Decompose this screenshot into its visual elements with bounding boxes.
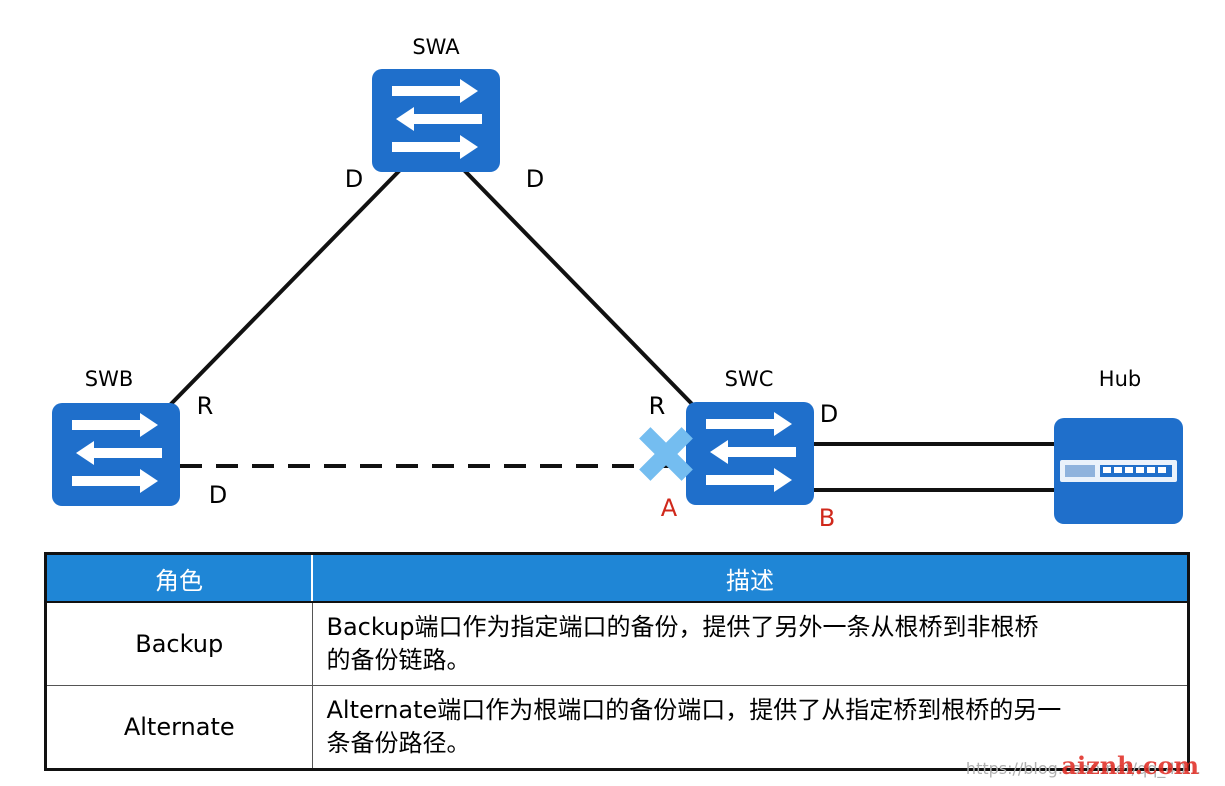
header-role: 角色 (45, 553, 312, 603)
switch-swa (372, 69, 500, 172)
table-header-row: 角色 描述 (45, 553, 1189, 603)
swb-label: SWB (85, 367, 134, 391)
hub-device (1054, 418, 1183, 524)
role-cell: Alternate (45, 685, 312, 770)
watermark-url: https://blog.csdn.net/qq_40... (965, 759, 1201, 778)
switch-swc (686, 402, 814, 505)
header-description: 描述 (311, 553, 1189, 603)
link-swa-swc (460, 166, 694, 406)
link-swa-swb (168, 166, 404, 407)
description-cell: Alternate端口作为根端口的备份端口，提供了从指定桥到根桥的另一 条备份路… (311, 685, 1189, 770)
swa-port-right: D (526, 165, 544, 193)
swa-label: SWA (412, 35, 460, 59)
swb-port-bottom: D (209, 481, 227, 509)
switch-swb (52, 403, 180, 506)
swc-label: SWC (725, 367, 774, 391)
port-roles-table: 角色 描述 Backup Backup端口作为指定端口的备份，提供了另外一条从根… (44, 552, 1190, 771)
hub-label: Hub (1099, 367, 1141, 391)
swc-port-top-right: D (820, 400, 838, 428)
swc-port-top-left: R (649, 392, 666, 420)
description-line: Alternate端口作为根端口的备份端口，提供了从指定桥到根桥的另一 (326, 696, 1062, 724)
swb-port-top: R (197, 392, 214, 420)
description-line: 条备份路径。 (326, 729, 471, 757)
table-row: Alternate Alternate端口作为根端口的备份端口，提供了从指定桥到… (45, 685, 1189, 770)
swc-port-alternate: A (661, 494, 678, 522)
swa-port-left: D (345, 165, 363, 193)
watermark-site: aiznh.com (1061, 751, 1199, 780)
description-line: Backup端口作为指定端口的备份，提供了另外一条从根桥到非根桥 (326, 613, 1039, 641)
description-line: 的备份链路。 (326, 646, 471, 674)
role-cell: Backup (45, 601, 312, 686)
stp-topology-diagram: SWA D D SWB R D SWC R D A B Hub (52, 35, 1183, 532)
table-row: Backup Backup端口作为指定端口的备份，提供了另外一条从根桥到非根桥 … (45, 601, 1189, 686)
blocked-port-cross-icon (639, 427, 693, 481)
swc-port-backup: B (819, 504, 835, 532)
description-cell: Backup端口作为指定端口的备份，提供了另外一条从根桥到非根桥 的备份链路。 (311, 601, 1189, 686)
